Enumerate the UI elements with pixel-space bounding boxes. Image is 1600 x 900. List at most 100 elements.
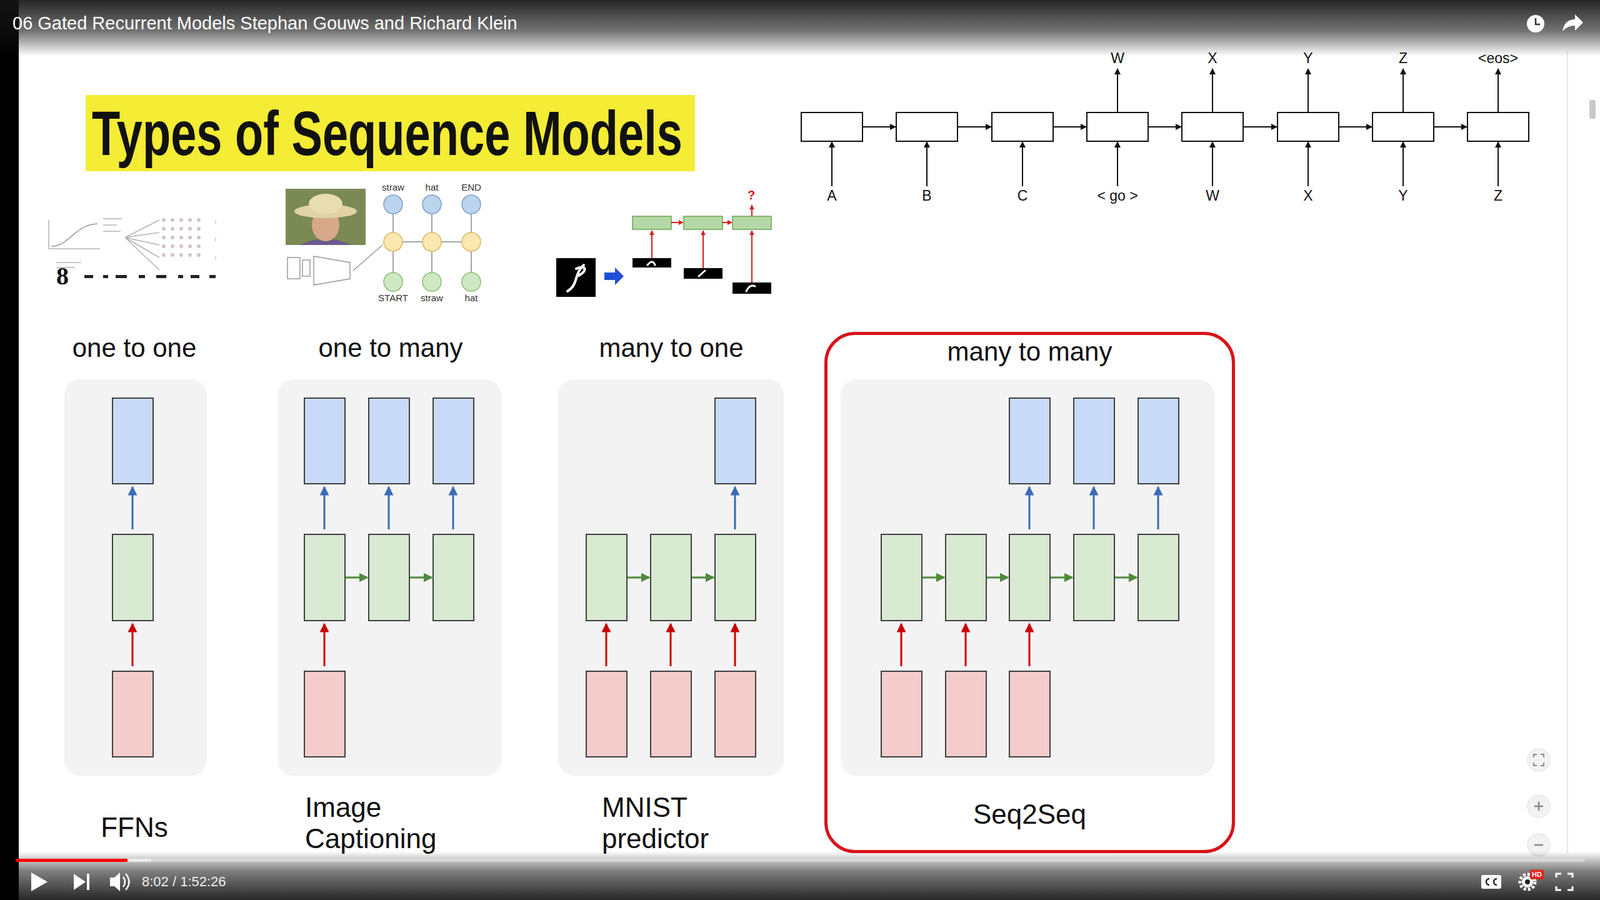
- ffn-thumbnail: [215, 220, 217, 260]
- captioning-thumbnail: [313, 256, 350, 285]
- seq2seq-arrow: [1402, 141, 1404, 187]
- ffn-thumbnail: [56, 218, 122, 268]
- ffn-thumbnail: [170, 226, 175, 231]
- ffn-thumbnail: [161, 235, 166, 240]
- caption-word: straw: [381, 181, 405, 193]
- ffn-thumbnail: [103, 275, 109, 279]
- output-box: [433, 398, 474, 484]
- input-box: [112, 671, 1050, 757]
- caption-word: END: [461, 181, 482, 193]
- panel-heading: one to many: [275, 332, 507, 364]
- mnist-thumbnail: [732, 282, 772, 294]
- ffn-thumbnail: [190, 275, 200, 279]
- hidden-box: [112, 534, 1179, 621]
- ffn-thumbnail: [188, 226, 192, 231]
- captioning-thumbnail: [392, 251, 394, 273]
- ffn-thumbnail: [196, 235, 201, 240]
- hidden-box: [715, 534, 756, 621]
- ffn-thumbnail: [170, 218, 175, 222]
- ffn-thumbnail: [48, 220, 100, 249]
- captioning-thumbnail: [353, 245, 383, 271]
- input-box: [112, 671, 154, 757]
- seq2seq-arrow: [1053, 126, 1087, 128]
- seq2seq-arrow: [1338, 126, 1372, 128]
- panel-ground: [558, 379, 784, 776]
- output-box: [715, 398, 756, 484]
- captioning-thumbnail: [431, 213, 433, 233]
- mnist-thumbnail: [604, 267, 624, 285]
- hidden-box: [1073, 534, 1115, 621]
- model-panel: one to manyImage Captioning: [275, 328, 507, 858]
- control-bar: [1556, 873, 1573, 890]
- output-arrow: [388, 486, 390, 530]
- top-overlay: [1535, 18, 1540, 25]
- mnist-thumbnail: [751, 230, 753, 283]
- hidden-box: [650, 534, 692, 621]
- recurrent-arrow: [922, 576, 945, 579]
- input-box: [304, 671, 345, 757]
- seq2seq-arrow: [831, 141, 833, 187]
- model-panel: many to oneMNIST predictor: [555, 328, 788, 858]
- captioning-thumbnail: [461, 272, 481, 292]
- ffn-thumbnail: [51, 223, 98, 247]
- seq2seq-arrow: [1148, 126, 1182, 128]
- ffn-thumbnail: [161, 253, 166, 257]
- input-arrow: [734, 623, 737, 667]
- seq2seq-arrow: [926, 141, 928, 187]
- seq2seq-arrow: [957, 126, 992, 128]
- control-bar: [110, 872, 120, 892]
- ffn-thumbnail: [125, 220, 160, 270]
- output-arrow: [452, 486, 455, 530]
- input-token: < go >: [1096, 187, 1138, 204]
- mnist-thumbnail: [556, 258, 596, 297]
- captioning-thumbnail: [383, 195, 403, 214]
- recurrent-arrow: [627, 576, 650, 579]
- input-arrow: [323, 623, 326, 667]
- ffn-thumbnail: [170, 253, 175, 257]
- seq2seq-cell: [1086, 112, 1149, 142]
- captioning-thumbnail: [441, 241, 462, 243]
- output-arrow: [734, 486, 737, 530]
- seq2seq-arrow: [1116, 68, 1119, 113]
- input-box: [1009, 671, 1050, 757]
- ffn-thumbnail: [188, 244, 192, 249]
- hidden-box: [433, 534, 474, 621]
- panel-heading: many to many: [827, 336, 1232, 368]
- mnist-thumbnail: [632, 258, 672, 268]
- panel-heading: one to one: [59, 332, 210, 364]
- hidden-box: [945, 534, 987, 621]
- control-bar: [1486, 878, 1497, 885]
- ffn-thumbnail: [196, 253, 201, 257]
- captioning-thumbnail: [308, 193, 343, 214]
- captioning-thumbnail: [422, 272, 442, 292]
- prediction-mark: ?: [747, 188, 755, 203]
- input-token: W: [1205, 187, 1220, 204]
- ffn-thumbnail: [170, 235, 175, 240]
- caption-word: START: [378, 292, 409, 304]
- model-panel: one to oneFFNs: [59, 328, 210, 857]
- seq2seq-arrow: [1211, 68, 1214, 113]
- input-token: B: [921, 187, 932, 204]
- mnist-thumbnail: [683, 268, 723, 279]
- output-token: Y: [1303, 50, 1313, 67]
- video-frame: [1589, 100, 1596, 119]
- control-bar: [86, 873, 90, 890]
- output-arrow: [131, 486, 134, 530]
- panel-caption: Image Captioning: [305, 791, 474, 855]
- captioning-thumbnail: [422, 195, 442, 214]
- hd-badge: HD: [1530, 870, 1544, 880]
- control-bar: [0, 851, 1600, 900]
- highlighted-panel: many to manySeq2Seq: [824, 331, 1235, 854]
- output-box: [368, 398, 410, 484]
- captioning-thumbnail: [470, 251, 472, 273]
- mnist-thumbnail: [556, 205, 772, 297]
- recurrent-arrow: [1050, 576, 1073, 579]
- captioning-thumbnail: [383, 272, 403, 292]
- caption-word: hat: [465, 292, 479, 304]
- seq2seq-arrow: [1021, 141, 1024, 187]
- ffn-thumbnail: [188, 218, 192, 222]
- control-bar: [15, 858, 1585, 862]
- input-box: [881, 671, 922, 757]
